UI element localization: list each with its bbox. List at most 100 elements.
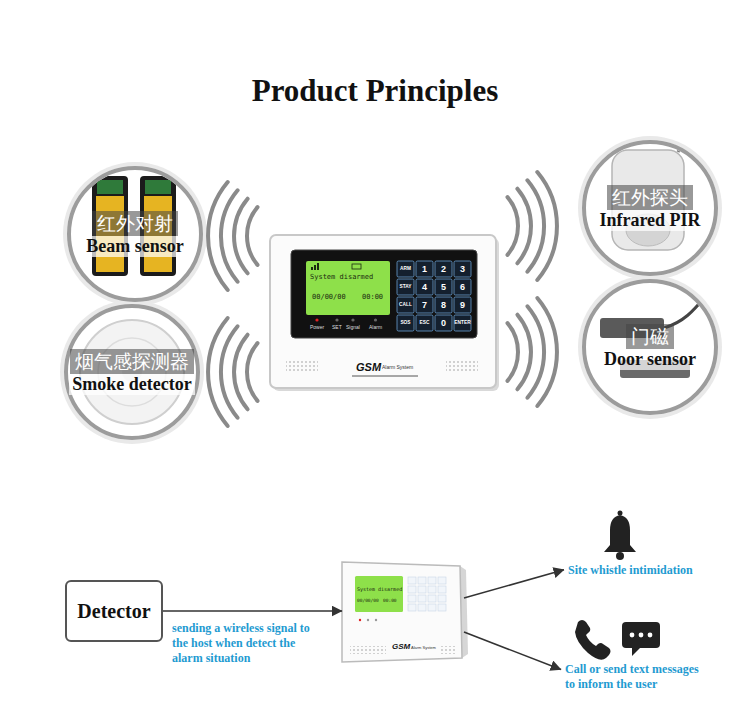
panel-text: System disarmed — [310, 273, 373, 281]
panel-text: 7 — [416, 297, 433, 313]
alarm-panel-picture — [416, 261, 433, 277]
host-panel-picture — [438, 577, 446, 584]
alarm-panel-picture — [454, 297, 471, 313]
panel-text: System disarmed — [357, 586, 402, 592]
host-panel-picture — [342, 562, 468, 662]
chinese-name: 红外探头 — [607, 185, 693, 210]
panel-text: 00/00/00 — [312, 293, 346, 301]
detector-box: Detector — [65, 580, 163, 642]
panel-text: Alarm — [369, 324, 382, 330]
alarm-panel-picture — [416, 297, 433, 313]
alarm-panel-picture — [446, 361, 478, 373]
signal-waves — [537, 298, 557, 406]
alarm-panel-picture — [435, 279, 452, 295]
circle-outline — [69, 168, 201, 300]
alarm-panel-picture — [416, 279, 433, 295]
bell-icon — [616, 552, 624, 560]
panel-text: 00:00 — [362, 293, 383, 301]
bell-icon — [604, 515, 636, 552]
message-icon — [630, 633, 635, 638]
alarm-panel-picture — [435, 297, 452, 313]
english-name: Door sensor — [601, 349, 699, 370]
message-icon — [632, 647, 641, 656]
sensor-circle: 红外探头Infrared PIR — [582, 140, 718, 276]
alarm-panel-picture — [435, 261, 452, 277]
host-panel-picture — [428, 586, 436, 593]
signal-waves — [537, 172, 557, 280]
host-panel-picture — [428, 577, 436, 584]
host-panel-picture — [342, 562, 462, 662]
panel-text: 3 — [454, 261, 471, 277]
alarm-panel-picture — [454, 315, 471, 331]
host-panel-picture — [408, 577, 416, 584]
sensor-circle-ground — [67, 166, 203, 302]
alarm-panel-picture — [435, 315, 452, 331]
host-panel-picture — [355, 576, 403, 612]
phone-icon — [575, 620, 611, 660]
chinese-name: 门磁 — [626, 324, 674, 349]
signal-waves — [221, 326, 238, 417]
host-panel-picture — [428, 604, 436, 611]
host-panel-picture — [418, 604, 426, 611]
signal-waves — [508, 323, 519, 381]
panel-text: 5 — [435, 279, 452, 295]
alarm-panel-picture — [374, 318, 377, 321]
box-label: Detector — [77, 600, 150, 623]
alarm-panel-picture — [311, 267, 313, 270]
sensor-circle-ground — [60, 300, 204, 444]
panel-text: 6 — [454, 279, 471, 295]
host-panel-picture — [408, 586, 416, 593]
panel-text: Power — [310, 324, 324, 330]
signal-waves — [234, 199, 248, 274]
sensor-circle-ground — [578, 136, 722, 280]
panel-text: CALL — [397, 297, 414, 313]
outcome-text: Site whistle intimidation — [564, 563, 736, 578]
beam-sensor-picture — [145, 180, 171, 194]
alarm-panel-picture — [270, 235, 496, 388]
circle-outline — [584, 281, 716, 413]
host-panel-picture — [438, 586, 446, 593]
english-name: Infrared PIR — [596, 210, 703, 231]
host-panel-picture — [418, 577, 426, 584]
page-title: Product Principles — [0, 72, 750, 109]
alarm-panel-picture — [291, 250, 477, 338]
sensor-circle-ground — [64, 304, 200, 440]
host-panel-picture — [350, 646, 386, 654]
host-panel-picture — [418, 586, 426, 593]
english-name: Smoke detector — [69, 374, 194, 395]
host-panel-picture — [440, 646, 456, 654]
panel-text: ARM — [397, 261, 414, 277]
signal-waves — [208, 182, 228, 290]
alarm-panel-picture — [454, 279, 471, 295]
panel-text: Alarm System — [382, 364, 413, 370]
alarm-panel: System disarmed00/00/0000:00ARM123STAY45… — [270, 235, 496, 388]
outcome-text: Call or send text messages to inform the… — [561, 662, 711, 692]
alarm-panel-picture — [351, 318, 354, 321]
alarm-panel-picture — [397, 315, 414, 331]
signal-waves — [208, 318, 228, 426]
panel-text: 1 — [416, 261, 433, 277]
alarm-panel-picture — [335, 318, 338, 321]
chinese-name: 烟气感探测器 — [70, 349, 194, 374]
phone-icon — [575, 620, 611, 660]
panel-text: GSM — [392, 642, 410, 651]
panel-text: GSM — [356, 361, 381, 373]
signal-waves — [247, 207, 258, 265]
signal-waves — [517, 315, 531, 390]
signal-waves — [208, 172, 557, 426]
english-name: Beam sensor — [83, 236, 187, 257]
sensor-circle-ground — [63, 162, 207, 306]
panel-text: STAY — [397, 279, 414, 295]
host-panel-picture — [438, 604, 446, 611]
panel-text: ENTER — [454, 315, 471, 331]
panel-text: ESC — [416, 315, 433, 331]
host-panel-picture — [359, 619, 361, 621]
arrow-connector — [163, 610, 342, 612]
host-panel-picture — [408, 595, 416, 602]
bell-icon — [618, 511, 623, 516]
alarm-panel-picture — [317, 263, 319, 270]
panel-text: SET — [332, 324, 342, 330]
host-panel-picture — [367, 619, 369, 621]
